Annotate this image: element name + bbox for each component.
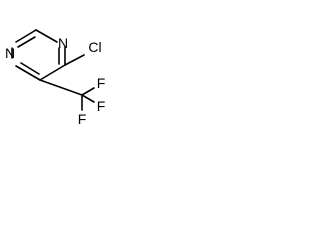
chemical-structure: N N Cl F F F xyxy=(5,29,106,127)
bond-c5-c6-inner xyxy=(20,62,40,75)
bond-c-f2 xyxy=(81,94,95,103)
atom-label-n1: N xyxy=(5,45,15,61)
bond-n1-c2-inner xyxy=(17,36,36,48)
bond-n1-c2 xyxy=(15,29,37,43)
bond-c4-c5 xyxy=(39,64,66,81)
atom-label-f1: F xyxy=(97,75,106,91)
bond-c5-c6 xyxy=(15,65,41,81)
atom-label-f3: F xyxy=(78,111,87,127)
bond-c4-cl xyxy=(64,54,85,66)
atom-label-f2: F xyxy=(97,98,106,114)
atom-label-n3: N xyxy=(58,35,68,51)
atom-label-cl: Cl xyxy=(88,39,101,55)
bond-c-f1 xyxy=(81,87,95,96)
bond-c2-n3 xyxy=(35,29,58,43)
bond-c5-cf3 xyxy=(39,79,83,96)
